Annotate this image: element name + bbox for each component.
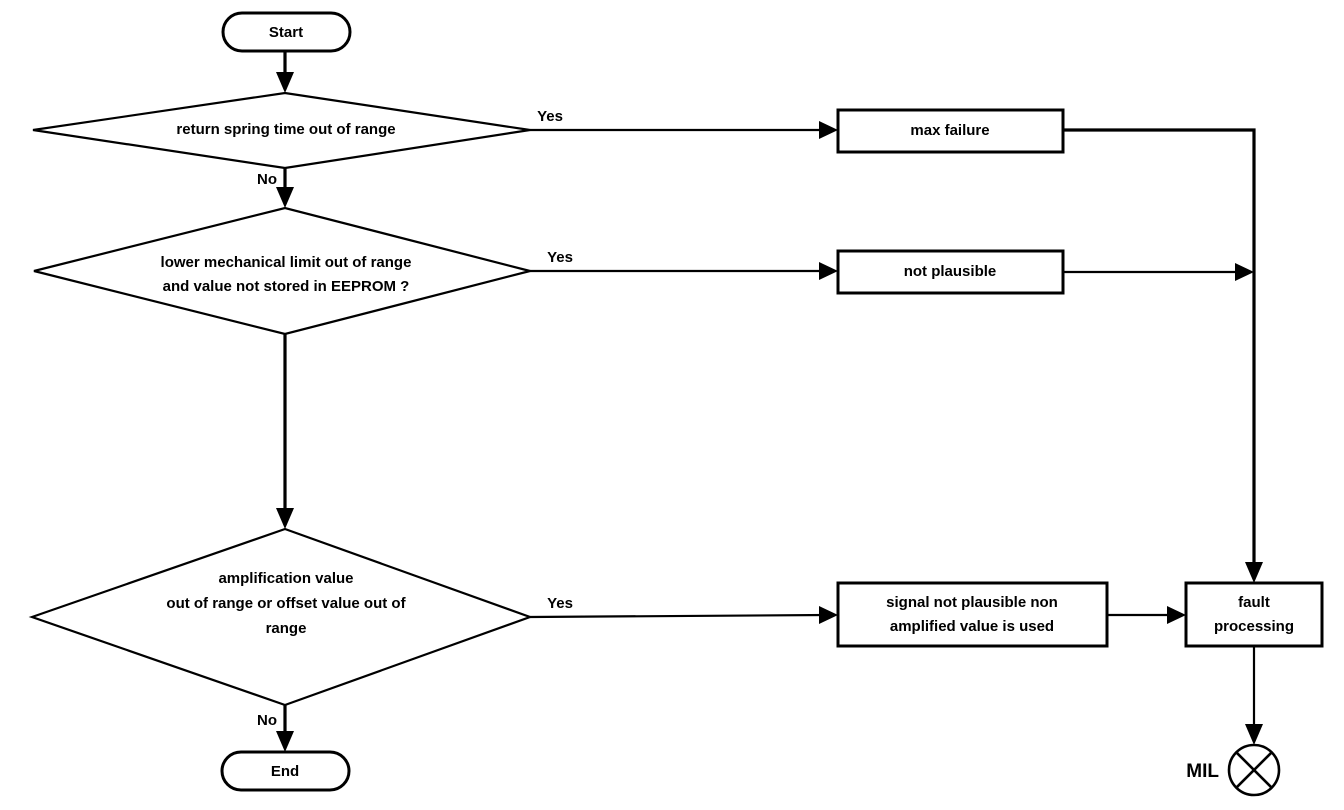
decision3-label-line3: range: [266, 620, 307, 637]
arrow-head-icon: [276, 72, 294, 93]
edge-label-yes-1: Yes: [537, 108, 563, 125]
edge-notplausible-to-bus: [1063, 263, 1254, 281]
edge-fault-to-mil: [1245, 646, 1263, 745]
decision3-label-line1: amplification value: [218, 570, 353, 587]
decision2-label-line1: lower mechanical limit out of range: [161, 254, 412, 271]
arrow-head-icon: [819, 606, 838, 624]
arrow-head-icon: [276, 508, 294, 529]
node-max-failure[interactable]: max failure: [836, 108, 1065, 154]
edge-start-to-decision1: [276, 51, 294, 93]
fault-processing-label-line2: processing: [1214, 618, 1294, 635]
node-mil[interactable]: MIL: [1186, 743, 1281, 797]
fault-processing-shape: [1184, 581, 1324, 648]
signal-not-plausible-label-line2: amplified value is used: [890, 618, 1054, 635]
decision2-label-line2: and value not stored in EEPROM ?: [163, 278, 410, 295]
arrow-head-icon: [819, 262, 838, 280]
edge-decision3-no: No: [257, 705, 294, 752]
edge-decision1-yes: Yes: [530, 108, 838, 139]
edge-label-yes-3: Yes: [547, 595, 573, 612]
edge-label-yes-2: Yes: [547, 249, 573, 266]
decision3-shape: [28, 527, 534, 707]
edge-label-no-3: No: [257, 712, 277, 729]
edge-decision1-no: No: [257, 168, 294, 208]
node-decision-return-spring[interactable]: return spring time out of range: [32, 91, 531, 170]
signal-not-plausible-label-line1: signal not plausible non: [886, 594, 1058, 611]
node-fault-processing[interactable]: fault processing: [1184, 581, 1324, 648]
edge-line: [1063, 128, 1256, 570]
signal-not-plausible-shape: [836, 581, 1109, 648]
edge-decision3-yes: Yes: [529, 595, 838, 624]
arrow-head-icon: [276, 731, 294, 752]
node-decision-lower-limit[interactable]: lower mechanical limit out of range and …: [33, 206, 531, 336]
arrow-head-icon: [1235, 263, 1254, 281]
arrow-head-icon: [1245, 562, 1263, 583]
edge-decision2-to-decision3: [276, 334, 294, 529]
decision1-label: return spring time out of range: [176, 121, 395, 138]
arrow-head-icon: [819, 121, 838, 139]
node-end[interactable]: End: [220, 750, 351, 792]
node-signal-not-plausible[interactable]: signal not plausible non amplified value…: [836, 581, 1109, 648]
max-failure-label: max failure: [910, 122, 989, 139]
edge-line: [529, 613, 827, 619]
node-start[interactable]: Start: [221, 11, 352, 53]
mil-label: MIL: [1186, 761, 1219, 782]
decision2-shape: [33, 206, 531, 336]
arrow-head-icon: [276, 187, 294, 208]
arrow-head-icon: [1167, 606, 1186, 624]
start-label: Start: [269, 24, 303, 41]
edge-signal-to-fault: [1107, 606, 1186, 624]
edge-decision2-yes: Yes: [530, 249, 838, 280]
node-not-plausible[interactable]: not plausible: [836, 249, 1065, 295]
fault-processing-label-line1: fault: [1238, 594, 1270, 611]
edge-maxfailure-to-bus: [1063, 128, 1263, 583]
decision3-label-line2: out of range or offset value out of: [166, 595, 406, 612]
node-decision-amplification[interactable]: amplification value out of range or offs…: [28, 527, 534, 707]
end-label: End: [271, 763, 299, 780]
edge-label-no-1: No: [257, 171, 277, 188]
arrow-head-icon: [1245, 724, 1263, 745]
mil-cross-line-b: [1235, 751, 1273, 789]
end-shape: [220, 750, 351, 792]
not-plausible-label: not plausible: [904, 263, 997, 280]
